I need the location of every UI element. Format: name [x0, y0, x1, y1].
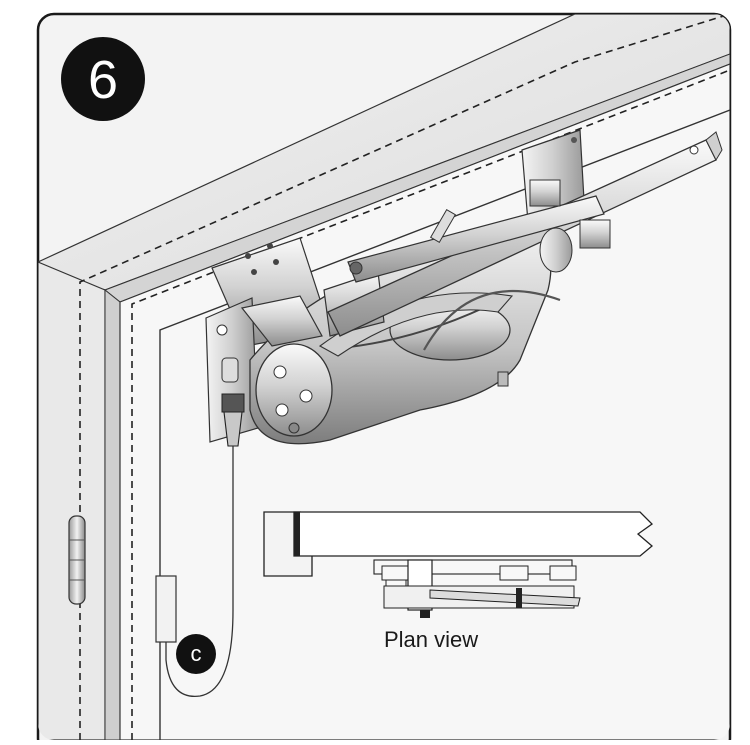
door-hinge	[68, 515, 86, 605]
sensor-cable	[165, 393, 245, 697]
step-badge: 6	[61, 37, 145, 121]
door-jamb	[38, 261, 106, 740]
callout-letter: c	[191, 641, 202, 666]
door-header	[38, 14, 730, 291]
callout-c: c	[176, 634, 216, 674]
door-closer-assembly	[205, 129, 723, 445]
plan-view-diagram	[263, 511, 654, 618]
plan-view-label: Plan view	[384, 627, 478, 652]
step-number: 6	[88, 50, 118, 110]
connector-box	[155, 575, 177, 643]
